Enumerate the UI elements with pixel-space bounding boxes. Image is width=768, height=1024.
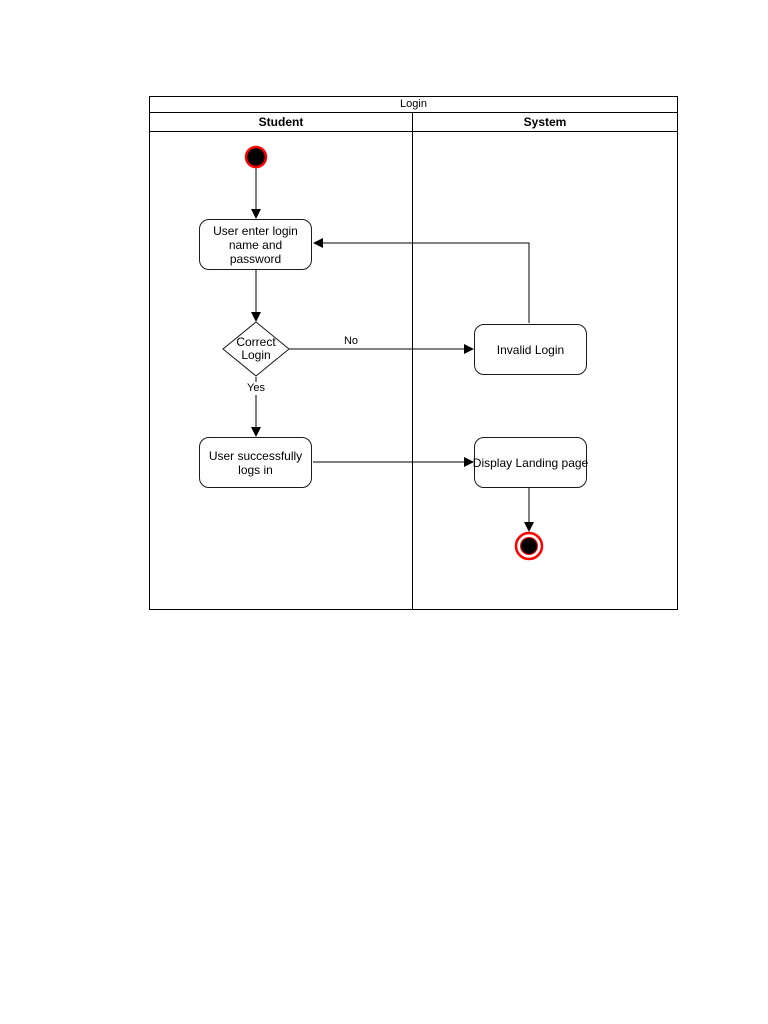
activity-invalid-login-label: Invalid Login bbox=[496, 342, 565, 357]
activity-enter-login: User enter login name and password bbox=[199, 219, 312, 270]
activity-invalid-login: Invalid Login bbox=[474, 324, 587, 375]
lane-system: System bbox=[413, 113, 677, 609]
lanes-container: Student System bbox=[150, 113, 677, 609]
lane-student-header: Student bbox=[150, 113, 412, 132]
activity-success-login-label: User successfully logs in bbox=[208, 448, 303, 477]
activity-display-landing-label: Display Landing page bbox=[472, 455, 589, 470]
decision-correct-login-label: Correct Login bbox=[236, 335, 276, 362]
decision-correct-login: Correct Login bbox=[223, 322, 289, 376]
activity-enter-login-label: User enter login name and password bbox=[213, 223, 298, 266]
activity-display-landing: Display Landing page bbox=[472, 437, 589, 488]
lane-system-header: System bbox=[413, 113, 677, 132]
edge-label-no: No bbox=[343, 335, 359, 347]
activity-success-login: User successfully logs in bbox=[199, 437, 312, 488]
lane-student: Student bbox=[150, 113, 413, 609]
diagram-title: Login bbox=[150, 97, 677, 113]
edge-label-yes: Yes bbox=[242, 382, 270, 395]
